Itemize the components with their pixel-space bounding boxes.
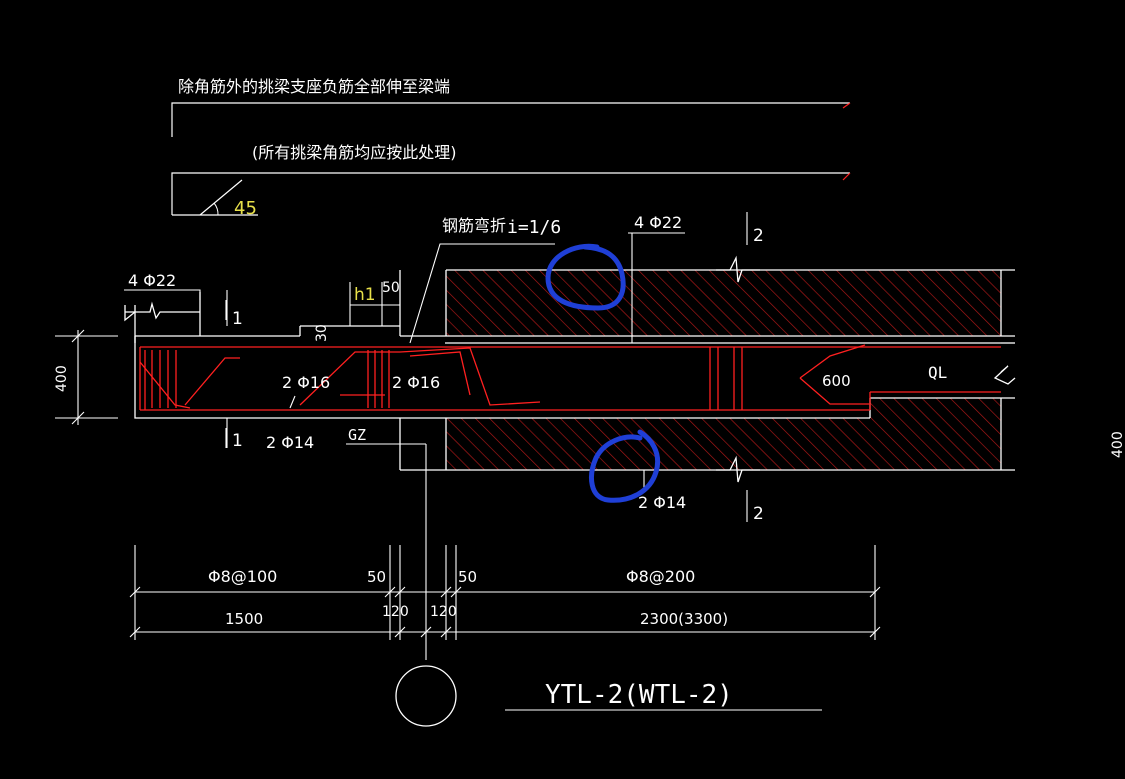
gap-right-label: 50 [458, 568, 477, 586]
dimension-lines [129, 545, 881, 711]
ql-label: QL [928, 363, 947, 382]
wall-hatch-top [446, 270, 1001, 336]
note-block-2: (所有挑梁角筋均应按此处理) 45 [171, 143, 851, 219]
top-left-bar-label: 4 Φ22 [128, 271, 176, 290]
dim-600: 600 [822, 372, 851, 390]
wall-left-label: 120 [382, 604, 409, 620]
annotations [55, 212, 748, 660]
rebar-layout [139, 344, 1001, 411]
height-left-label: 400 [54, 365, 70, 392]
gz-label: GZ [348, 426, 366, 444]
stirrup-left-label: Φ8@100 [208, 567, 277, 586]
section-1-top: 1 [232, 309, 243, 329]
stirrup-right-label: Φ8@200 [626, 567, 695, 586]
note-block-1: 除角筋外的挑梁支座负筋全部伸至梁端 [171, 77, 851, 137]
span-right-label: 2300(3300) [640, 610, 728, 628]
height-right-label: 400 [1110, 431, 1125, 458]
markup-circle-bottom [589, 429, 660, 503]
note-line-1: 除角筋外的挑梁支座负筋全部伸至梁端 [178, 77, 450, 96]
slope-label: i=1/6 [507, 217, 561, 238]
wall-hatch-bottom [446, 418, 1001, 470]
mid-bar-b-label: 2 Φ16 [392, 373, 440, 392]
section-2-bottom: 2 [753, 504, 764, 524]
wall-hatch-ledge [870, 398, 1001, 418]
note-line-2: (所有挑梁角筋均应按此处理) [252, 143, 457, 162]
dim-30: 30 [314, 324, 330, 342]
section-2-top: 2 [753, 226, 764, 246]
axis-circle [395, 665, 457, 727]
markup-circle-top [545, 243, 626, 311]
bottom-left-bar-label: 2 Φ14 [266, 433, 314, 452]
gap-left-label: 50 [367, 568, 386, 586]
top-right-bar-label: 4 Φ22 [634, 213, 682, 232]
bottom-right-bar-label: 2 Φ14 [638, 493, 686, 512]
angle-label: 45 [234, 198, 257, 219]
drawing-title: YTL-2(WTL-2) [545, 680, 733, 710]
beam-outline [124, 255, 1016, 483]
section-1-bottom: 1 [232, 431, 243, 451]
mid-bar-a-label: 2 Φ16 [282, 373, 330, 392]
span-left-label: 1500 [225, 610, 263, 628]
wall-right-label: 120 [430, 604, 457, 620]
h1-label: h1 [354, 285, 376, 305]
bend-note: 钢筋弯折 [442, 216, 506, 235]
dim-50-top: 50 [382, 280, 400, 296]
